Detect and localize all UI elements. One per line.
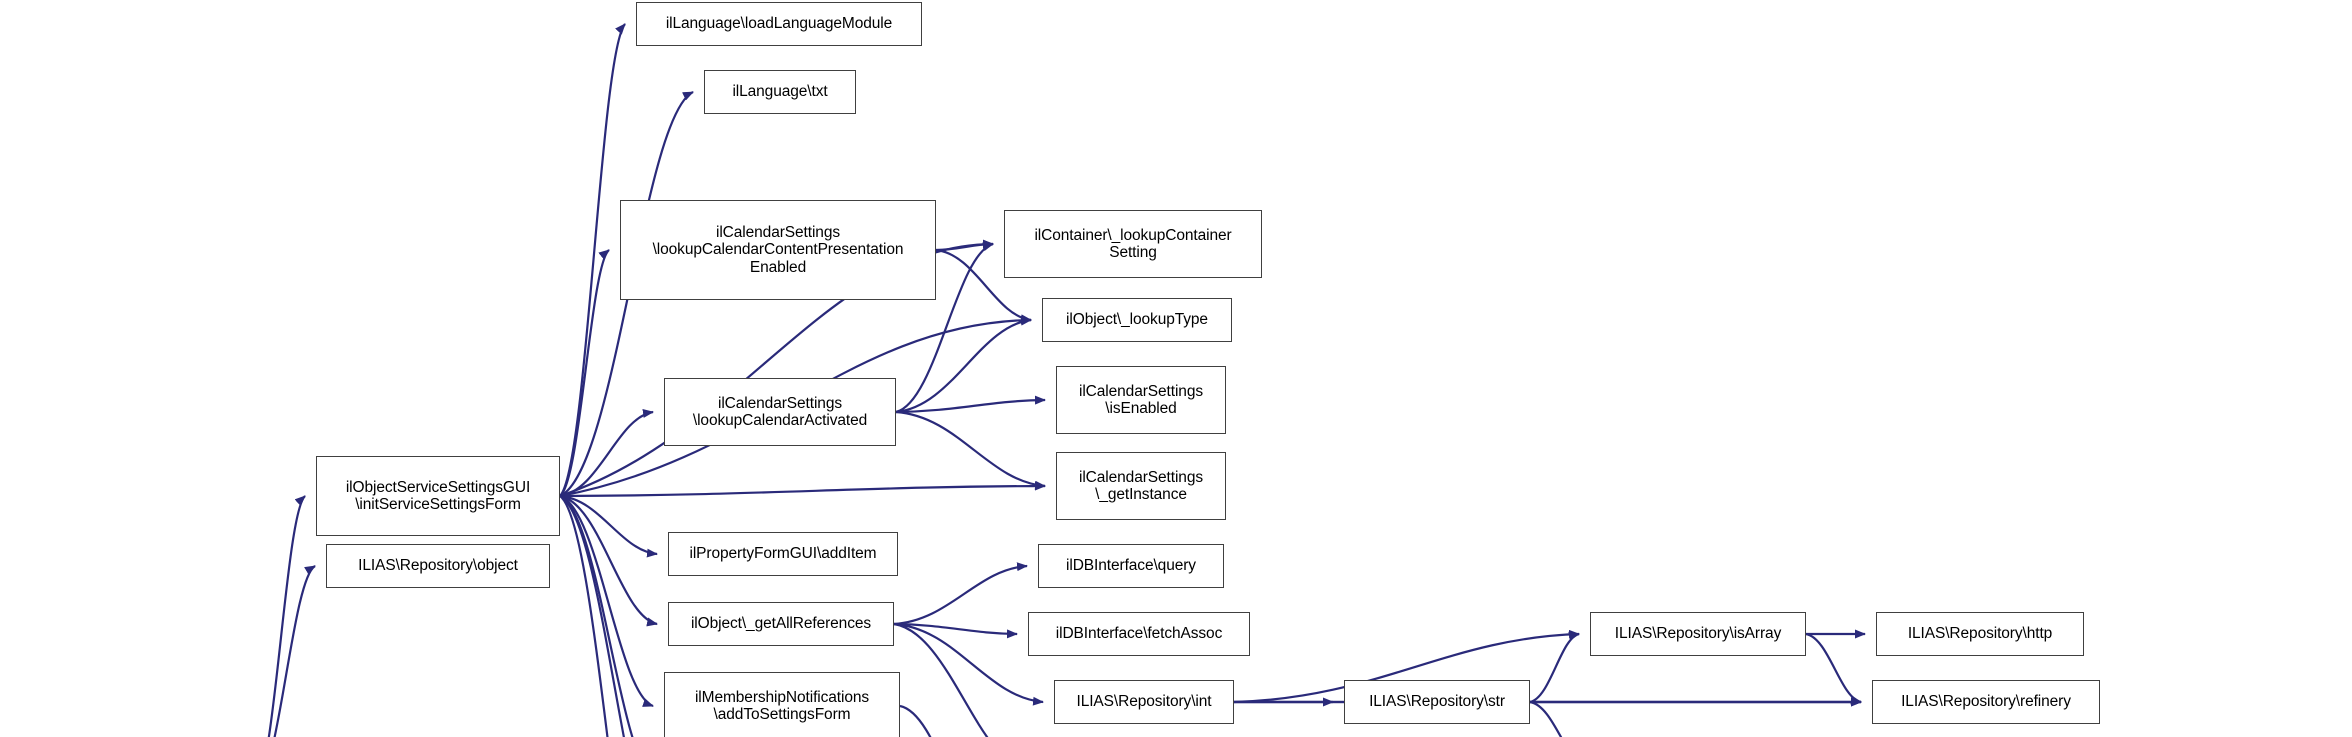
graph-node-n19[interactable]: ILIAS\Repository\int	[1054, 680, 1234, 724]
graph-node-label: ilObject\_getAllReferences	[690, 615, 872, 633]
graph-edge-n23-n26	[1805, 632, 1862, 705]
graph-edge-n1-n8	[559, 494, 658, 627]
graph-edge-n28-n29	[2346, 666, 2352, 737]
graph-node-n3[interactable]: ilLanguage\loadLanguageModule	[636, 2, 922, 46]
graph-edge-n1-n16	[559, 481, 1046, 498]
graph-node-n9[interactable]: ilMembershipNotifications \addToSettings…	[664, 672, 900, 737]
graph-edge-n1-n12	[559, 495, 609, 737]
graph-node-label: ilCalendarSettings \isEnabled	[1079, 382, 1203, 417]
graph-node-n8[interactable]: ilObject\_getAllReferences	[668, 602, 894, 646]
graph-node-n23[interactable]: ILIAS\Repository\isArray	[1590, 612, 1806, 656]
graph-edge-n1-n5	[559, 249, 610, 497]
graph-edge-n6-n16	[895, 410, 1046, 490]
graph-node-label: ILIAS\Repository\int	[1076, 693, 1212, 711]
graph-edge-n1-n10	[559, 494, 634, 737]
graph-edge-n9-n21	[899, 704, 932, 737]
graph-node-label: ilDBInterface\fetchAssoc	[1055, 625, 1223, 643]
graph-edge-n6-n15	[895, 395, 1046, 414]
graph-node-label: ilLanguage\txt	[732, 83, 828, 101]
graph-node-n17[interactable]: ilDBInterface\query	[1038, 544, 1224, 588]
graph-node-label: ilDBInterface\query	[1066, 557, 1196, 575]
graph-node-n22[interactable]: ILIAS\Repository\str	[1344, 680, 1530, 724]
graph-edge-n19-n23	[1233, 629, 1580, 704]
graph-node-label: ilContainer\_lookupContainer Setting	[1034, 226, 1232, 261]
graph-node-n13[interactable]: ilContainer\_lookupContainer Setting	[1004, 210, 1262, 278]
graph-edge-n1-n9	[559, 494, 654, 708]
graph-edge-n22-n23	[1529, 631, 1580, 704]
graph-node-label: ILIAS\Repository\object	[358, 557, 518, 575]
graph-node-label: ilObjectServiceSettingsGUI \initServiceS…	[345, 478, 531, 513]
graph-edge-n1-n3	[559, 23, 626, 497]
graph-edge-n22-n24	[1529, 700, 1563, 737]
graph-node-label: ilCalendarSettings \_getInstance	[1079, 468, 1203, 503]
graph-node-n16[interactable]: ilCalendarSettings \_getInstance	[1056, 452, 1226, 520]
graph-node-label: ILIAS\Repository\refinery	[1901, 693, 2071, 711]
graph-edge-n0-n2	[273, 565, 316, 737]
graph-edge-n8-n17	[893, 562, 1028, 626]
graph-node-n2[interactable]: ILIAS\Repository\object	[326, 544, 550, 588]
graph-node-n26[interactable]: ILIAS\Repository\refinery	[1872, 680, 2100, 724]
graph-node-label: ilCalendarSettings \lookupCalendarActiva…	[692, 394, 868, 429]
graph-edge-n1-n7	[559, 494, 658, 558]
graph-node-n1[interactable]: ilObjectServiceSettingsGUI \initServiceS…	[316, 456, 560, 536]
graph-node-n6[interactable]: ilCalendarSettings \lookupCalendarActiva…	[664, 378, 896, 446]
graph-edge-n1-n11	[559, 495, 625, 737]
graph-node-label: ilMembershipNotifications \addToSettings…	[694, 688, 870, 723]
graph-node-label: ILIAS\Repository\str	[1369, 693, 1505, 711]
graph-node-label: ILIAS\Repository\http	[1907, 625, 2053, 643]
graph-edge-n6-n13	[895, 242, 994, 414]
graph-node-label: ilCalendarSettings \lookupCalendarConten…	[652, 223, 904, 276]
graph-edge-n8-n20	[893, 622, 989, 737]
graph-edge-n0-n1	[267, 495, 306, 737]
graph-node-n14[interactable]: ilObject\_lookupType	[1042, 298, 1232, 342]
graph-edge-n8-n18	[893, 622, 1018, 639]
graph-node-n25[interactable]: ILIAS\Repository\http	[1876, 612, 2084, 656]
graph-node-n18[interactable]: ilDBInterface\fetchAssoc	[1028, 612, 1250, 656]
graph-node-n5[interactable]: ilCalendarSettings \lookupCalendarConten…	[620, 200, 936, 300]
graph-node-label: ilLanguage\loadLanguageModule	[665, 15, 893, 33]
graph-node-n15[interactable]: ilCalendarSettings \isEnabled	[1056, 366, 1226, 434]
graph-node-label: ILIAS\Repository\isArray	[1614, 625, 1782, 643]
graph-edge-n8-n19	[893, 622, 1044, 706]
graph-node-n4[interactable]: ilLanguage\txt	[704, 70, 856, 114]
graph-edge-n6-n14	[895, 316, 1032, 414]
graph-node-label: ilObject\_lookupType	[1066, 311, 1208, 329]
graph-node-label: ilPropertyFormGUI\addItem	[689, 545, 877, 563]
graph-node-n7[interactable]: ilPropertyFormGUI\addItem	[668, 532, 898, 576]
graph-edge-n5-n14	[935, 248, 1032, 324]
